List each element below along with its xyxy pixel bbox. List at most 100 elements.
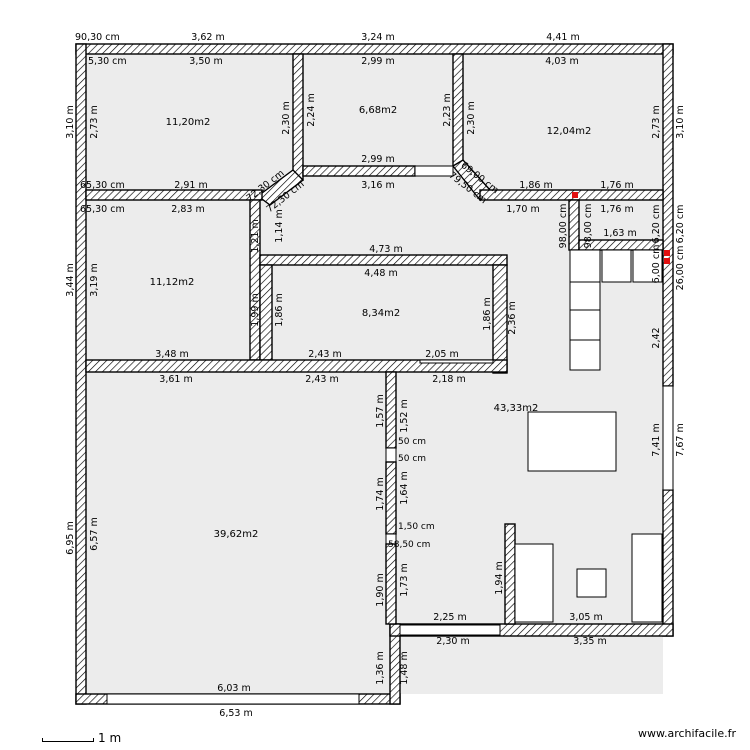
dim-label: 3,62 m: [191, 32, 224, 43]
wall-left: [75, 43, 87, 705]
wall-center-vert-upper: [385, 371, 397, 449]
wall-room5-right: [492, 264, 508, 374]
kitchen-unit-1: [569, 249, 601, 283]
cabinet-left: [514, 543, 554, 623]
cabinet-square: [576, 568, 607, 598]
dim-label: 65,30 cm: [80, 204, 125, 215]
dim-label: 1,74 m: [375, 477, 386, 510]
dim-label: 1,86 m: [519, 180, 552, 191]
wall-right-lower: [662, 489, 674, 637]
wall-row2: [85, 359, 508, 373]
dim-label: 6,53 m: [219, 708, 252, 719]
dim-label: 1,94 m: [494, 561, 505, 594]
dim-label: 6,20 cm: [675, 205, 686, 244]
area-room-large-right: 43,33m2: [494, 403, 539, 414]
kitchen-unit-3: [632, 249, 663, 283]
dim-label: 1,36 m: [375, 651, 386, 684]
dim-label: 2,25 m: [433, 612, 466, 623]
area-room-large-left: 39,62m2: [214, 529, 259, 540]
fixtures: [514, 192, 670, 623]
dim-label: 50 cm: [398, 437, 426, 447]
door-center: [385, 447, 397, 463]
dim-label: 1,21 m: [250, 219, 261, 252]
dim-label: 1,64 m: [399, 471, 410, 504]
dim-label: 3,24 m: [361, 32, 394, 43]
dim-label: 1,99 m: [250, 293, 261, 326]
dim-label: 7,67 m: [675, 423, 686, 456]
dim-label: 3,61 m: [159, 374, 192, 385]
dim-label: 1,86 m: [482, 297, 493, 330]
dim-label: 1,50 cm: [398, 522, 435, 532]
scale-label: 1 m: [98, 731, 122, 745]
dim-label: 1,63 m: [603, 228, 636, 239]
wall-room5-left: [259, 264, 273, 361]
floor-areas: [86, 54, 663, 694]
dim-label: 3,10 m: [675, 105, 686, 138]
dim-label: 6,95 m: [65, 521, 76, 554]
dim-label: 1,57 m: [375, 394, 386, 427]
window-right: [662, 385, 674, 491]
dim-label: 50 cm: [398, 454, 426, 464]
kitchen-unit-4: [569, 281, 601, 311]
watermark: www.archifacile.fr: [637, 727, 736, 740]
dim-label: 1,48 m: [399, 651, 410, 684]
dimension-labels-horizontal: 90,30 cm 3,62 m 3,24 m 4,41 m 5,30 cm 3,…: [75, 32, 637, 719]
dim-label: 1,73 m: [399, 563, 410, 596]
wall-bath-bottom: [302, 165, 416, 177]
dim-label: 2,23 m: [442, 93, 453, 126]
dim-label: 2,42: [651, 327, 662, 348]
dim-label: 2,24 m: [306, 93, 317, 126]
area-room-mid-center: 8,34m2: [362, 308, 400, 319]
scale-bar: [42, 738, 94, 742]
dim-label: 65,30 cm: [80, 180, 125, 191]
kitchen-unit-5: [569, 309, 601, 341]
dim-label: 3,50 m: [189, 56, 222, 67]
wall-kitchen-vert: [568, 199, 580, 251]
wall-right-upper: [662, 43, 674, 387]
dim-label: 2,99 m: [361, 56, 394, 67]
dim-label: 26,00 cm: [675, 246, 686, 291]
dim-label: 3,35 m: [573, 636, 606, 647]
cabinet-right: [631, 533, 663, 623]
dim-label: 3,44 m: [65, 263, 76, 296]
marker-red-2: [664, 250, 670, 256]
wall-top: [75, 43, 674, 55]
dim-label: 2,30 m: [466, 101, 477, 134]
dim-label: 1,76 m: [600, 204, 633, 215]
dim-label: 2,43 m: [308, 349, 341, 360]
wall-center-vert-lower: [385, 543, 397, 625]
dim-label: 1,70 m: [506, 204, 539, 215]
dim-label: 1,76 m: [600, 180, 633, 191]
area-room-top-left: 11,20m2: [166, 117, 211, 128]
dim-label: 1,14 m: [274, 209, 285, 242]
dim-label: 2,30 m: [281, 101, 292, 134]
window-bottom-right: [399, 624, 501, 636]
area-room-top-middle: 6,68m2: [359, 105, 397, 116]
dim-label: 3,48 m: [155, 349, 188, 360]
dim-label: 2,05 m: [425, 349, 458, 360]
area-room-mid-left: 11,12m2: [150, 277, 195, 288]
kitchen-unit-6: [569, 339, 601, 371]
wall-bedroom1-right: [292, 53, 304, 181]
wall-bottom-stub: [504, 523, 516, 625]
dim-label: 2,91 m: [174, 180, 207, 191]
door-bath: [414, 165, 454, 177]
dim-label: 4,41 m: [546, 32, 579, 43]
dim-label: 2,99 m: [361, 154, 394, 165]
dim-label: 1,90 m: [375, 573, 386, 606]
dim-label: 6,03 m: [217, 683, 250, 694]
dim-label: 90,30 cm: [75, 32, 120, 43]
dim-label: 6,20 cm: [651, 205, 662, 244]
dim-label: 2,83 m: [171, 204, 204, 215]
dim-label: 6,57 m: [89, 517, 100, 550]
dim-label: 4,73 m: [369, 244, 402, 255]
wall-room5-top: [259, 254, 508, 266]
wall-bedroom3-left: [452, 53, 464, 167]
dim-label: 3,05 m: [569, 612, 602, 623]
wall-bath-diag-left: [256, 169, 305, 206]
wall-row1-right: [479, 189, 664, 201]
dim-label: 2,36 m: [507, 301, 518, 334]
dim-label: 5,30 cm: [88, 56, 127, 67]
dim-label: 3,10 m: [65, 105, 76, 138]
